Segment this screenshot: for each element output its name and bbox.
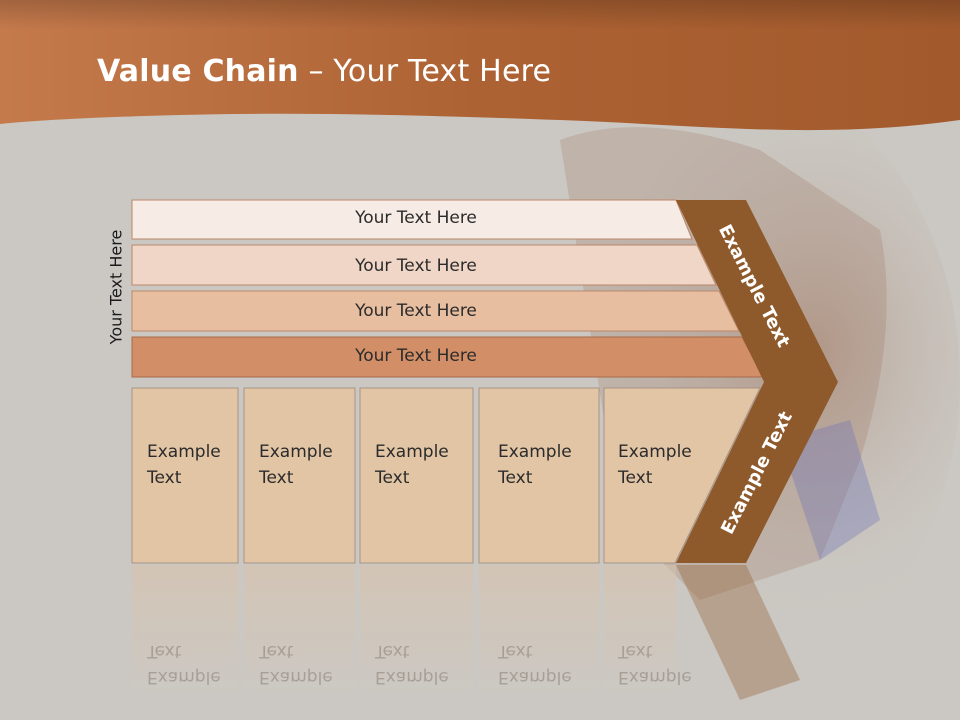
reflection-column-4 bbox=[479, 565, 599, 695]
row-bar-3 bbox=[131, 290, 740, 332]
column-box-2 bbox=[243, 387, 356, 564]
reflection-column-3 bbox=[360, 565, 473, 695]
row-label-1: Your Text Here bbox=[355, 208, 477, 228]
chevron-arrow bbox=[676, 200, 838, 563]
slide-title: Value Chain – Your Text Here bbox=[97, 54, 551, 89]
reflection-column-5 bbox=[604, 565, 676, 695]
row-bar-1 bbox=[131, 199, 693, 240]
row-label-4: Your Text Here bbox=[355, 346, 477, 366]
reflection-column-2 bbox=[244, 565, 355, 695]
title-rest: – Your Text Here bbox=[298, 54, 552, 89]
column-box-3 bbox=[359, 387, 474, 564]
column-box-5 bbox=[603, 387, 761, 564]
row-label-2: Your Text Here bbox=[355, 256, 477, 276]
reflection-column-1 bbox=[132, 565, 238, 695]
reflection-arrow bbox=[676, 565, 800, 700]
title-bold: Value Chain bbox=[97, 54, 299, 89]
row-label-3: Your Text Here bbox=[355, 301, 477, 321]
column-box-1 bbox=[131, 387, 239, 564]
row-bar-2 bbox=[131, 244, 717, 286]
column-box-4 bbox=[478, 387, 600, 564]
